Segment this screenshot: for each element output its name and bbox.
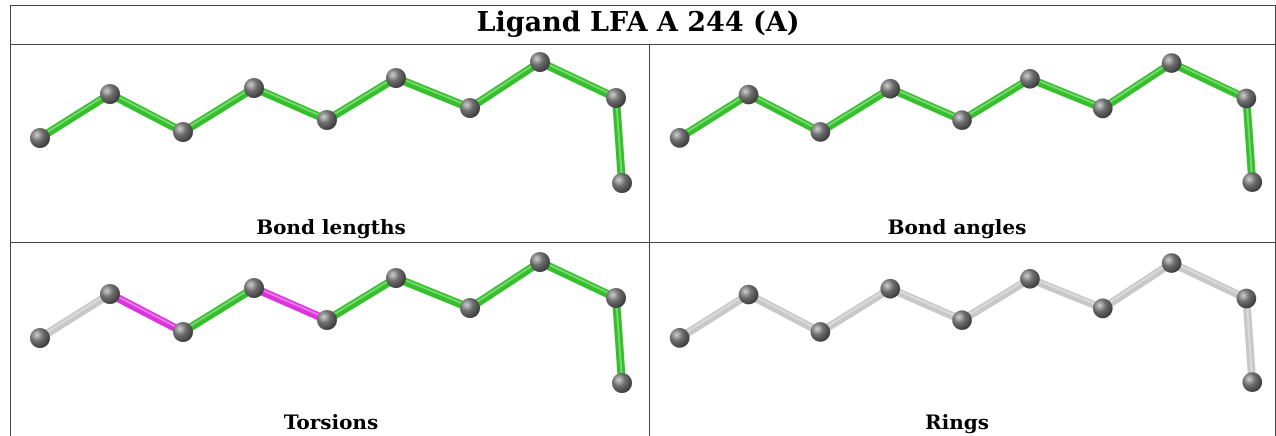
atom <box>30 328 50 348</box>
atom <box>1161 253 1182 273</box>
atom <box>100 84 120 104</box>
bond <box>958 74 1034 125</box>
atom <box>530 52 550 72</box>
title-divider <box>10 44 1276 45</box>
atom <box>530 252 550 272</box>
atom <box>738 84 759 105</box>
bond <box>323 74 400 124</box>
bond-lengths-caption: Bond lengths <box>256 215 406 239</box>
row-divider <box>10 242 1276 243</box>
atom <box>1092 98 1113 119</box>
atom <box>1242 372 1263 392</box>
bond <box>744 290 825 336</box>
atom <box>1020 69 1040 89</box>
atom <box>1161 53 1182 73</box>
atom <box>606 288 626 308</box>
atom <box>30 128 50 148</box>
atom <box>952 110 972 130</box>
atom <box>810 322 831 342</box>
bond <box>1167 59 1251 103</box>
bond <box>958 274 1034 325</box>
atom <box>612 373 632 393</box>
atom <box>173 322 193 342</box>
bond <box>250 84 331 124</box>
bond <box>1167 259 1251 303</box>
bond <box>392 74 474 112</box>
table-border-left <box>10 5 11 436</box>
atom <box>317 310 337 330</box>
bond <box>675 90 753 142</box>
bond <box>816 84 895 136</box>
atom <box>1020 269 1040 289</box>
bond <box>106 90 187 136</box>
bond <box>536 258 620 302</box>
torsions-caption: Torsions <box>283 410 379 434</box>
bond <box>1026 74 1107 113</box>
atom <box>100 284 120 304</box>
bond-angles-caption: Bond angles <box>887 215 1027 239</box>
rings-caption: Rings <box>924 410 989 434</box>
bond <box>1098 59 1176 113</box>
bond <box>392 274 474 312</box>
bond <box>744 90 825 136</box>
atom <box>669 328 690 348</box>
atom <box>173 122 193 142</box>
bond <box>323 274 400 324</box>
atom <box>244 278 264 298</box>
bond <box>250 284 331 324</box>
bond <box>36 290 114 342</box>
atom <box>1236 288 1257 309</box>
atom <box>880 278 901 299</box>
table-title: Ligand LFA A 244 (A) <box>476 7 800 38</box>
atom <box>1092 298 1113 319</box>
bond <box>675 290 753 342</box>
column-divider <box>649 44 650 436</box>
atom <box>606 88 626 108</box>
atom <box>952 310 972 330</box>
bond-lengths-panel <box>30 52 632 193</box>
atom <box>317 110 337 130</box>
bond <box>1242 294 1257 387</box>
atom <box>1242 172 1263 192</box>
atom <box>810 122 831 142</box>
atom <box>460 98 480 118</box>
torsions-panel <box>30 252 632 393</box>
atom <box>460 298 480 318</box>
bond <box>886 284 966 325</box>
rings-panel <box>669 253 1263 392</box>
bond <box>466 58 544 112</box>
atom <box>386 68 406 88</box>
bond <box>886 84 966 125</box>
atom <box>386 268 406 288</box>
table-border-top <box>10 5 1276 6</box>
bond <box>612 94 626 187</box>
atom <box>880 78 901 99</box>
bond <box>1098 259 1176 313</box>
bond <box>1026 274 1107 313</box>
bond <box>536 58 620 102</box>
bond <box>36 90 114 142</box>
atom <box>612 173 632 193</box>
atom <box>1236 88 1257 109</box>
bond <box>466 258 544 312</box>
bond <box>179 84 258 136</box>
atom <box>669 128 690 148</box>
atom <box>738 284 759 305</box>
bond <box>106 290 187 336</box>
bond <box>612 294 626 387</box>
atom <box>244 78 264 98</box>
bond-angles-panel <box>669 53 1263 192</box>
bond <box>816 284 895 336</box>
bond <box>1242 94 1257 187</box>
bond <box>179 284 258 336</box>
